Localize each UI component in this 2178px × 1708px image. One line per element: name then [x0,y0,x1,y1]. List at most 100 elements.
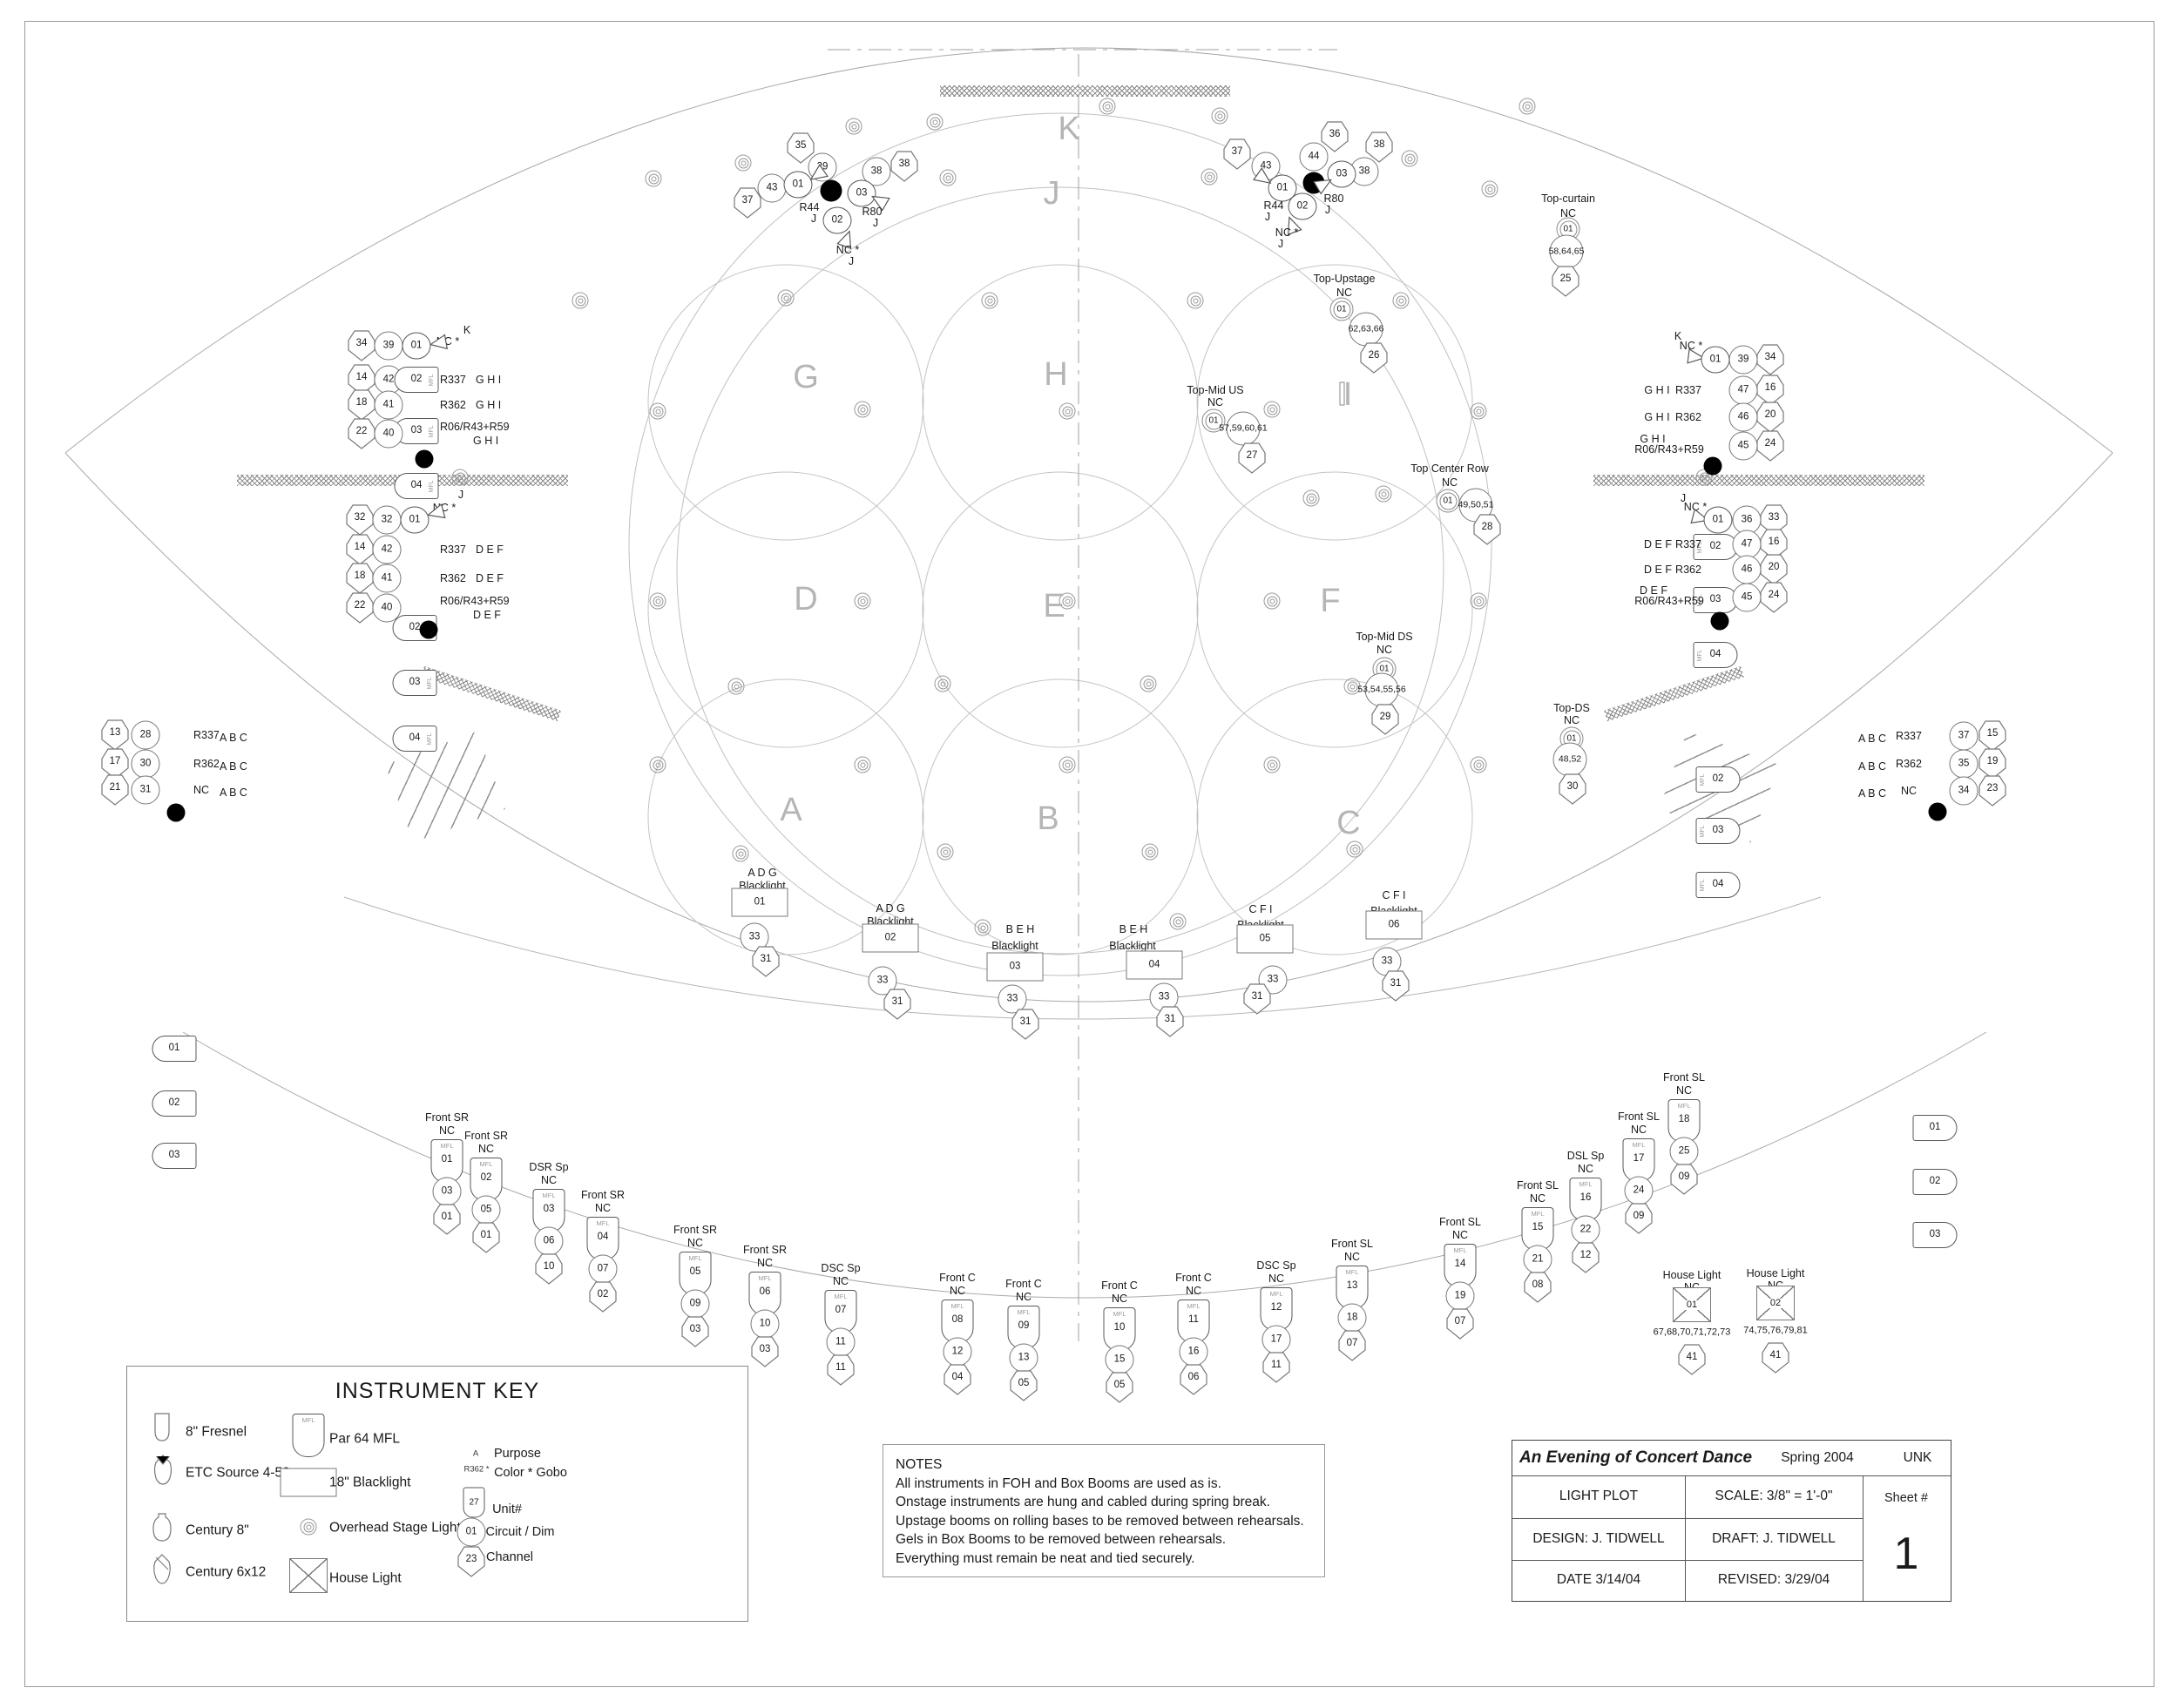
box-boom-unit-number: 03 [1912,1222,1958,1248]
foh-channel: 07 [1446,1308,1474,1340]
upstage-boom-label: J [810,212,817,225]
foh-color-label: NC [949,1284,966,1297]
pipe-circuit-dim: 53,54,55,56 [1357,672,1406,707]
boom-channel: 34 [1756,344,1784,375]
house-light-channel: 41 [1678,1344,1706,1375]
pipe-circuit-dim: 62,63,66 [1349,312,1383,347]
pipe-channel: 25 [1552,266,1579,297]
boom-area-tag: J [1680,491,1687,504]
venue-label: UNK [1903,1450,1932,1465]
overhead-stage-light-icon [777,289,795,307]
upstage-boom-unit-number: 02 [1288,192,1317,220]
foh-channel: 09 [1625,1203,1653,1234]
overhead-stage-light-icon [649,402,666,420]
gobo-flag-icon [425,503,446,523]
boom-circuit-dim: 41 [374,390,403,420]
foh-color-label: NC [594,1201,612,1214]
foh-color-label: NC [1675,1084,1693,1097]
foh-position-label: Front C [1005,1277,1042,1290]
box-boom-purpose-label: A B C [220,786,247,799]
overhead-stage-light-icon [1343,678,1361,695]
blacklight-purpose-label: A D G [747,866,777,879]
boom-channel: 14 [346,534,374,565]
pipe-color-label: NC [1559,206,1577,219]
foh-position-label: Front SR [673,1223,718,1236]
pipe-channel: 28 [1473,514,1501,545]
gobo-flag-icon [1687,348,1706,367]
fresnel-icon [152,1412,172,1443]
box-boom-circuit-dim: 28 [131,720,160,750]
box-boom-circuit-dim: 34 [1949,776,1978,806]
overhead-stage-light-icon [854,401,871,418]
pipe-unit-number: 01 [1436,489,1460,513]
box-boom-unit-number: 03 [152,1143,197,1169]
boom-circuit-dim: 46 [1728,402,1758,432]
key-legend-label: Circuit / Dim [485,1524,555,1539]
pipe-channel: 26 [1360,342,1388,374]
overhead-stage-light-icon [1059,402,1076,420]
foh-channel: 11 [1262,1352,1290,1383]
boom-color-label: R362 [440,571,466,584]
house-light-icon [289,1558,328,1593]
box-boom-color-label: R362 [193,757,220,770]
boom-color-label: R337 [440,373,466,386]
upstage-boom-channel: 37 [1223,138,1251,170]
foh-channel: 03 [681,1316,709,1347]
blacklight-unit: 02 [862,923,919,953]
stage-area-K: K [1058,111,1080,147]
overhead-stage-light-icon [1201,168,1218,186]
boom-base [1703,456,1722,476]
box-boom-purpose-label: A B C [1858,732,1886,745]
gobo-flag-icon [428,333,449,353]
key-legend-mark: A [472,1448,479,1459]
key-item-label: 18" Blacklight [329,1475,411,1490]
foh-position-label: Front SR [580,1188,626,1201]
blacklight-unit: 01 [731,888,788,917]
overhead-stage-light-icon [934,675,951,692]
box-boom-unit-number: 02 [152,1090,197,1117]
blacklight-unit: 06 [1365,910,1423,940]
overhead-stage-light-icon [974,919,991,936]
key-channel-icon: 23 [457,1546,485,1577]
foh-position-label: Front C [1101,1279,1138,1292]
boom-color-label: R337 [1675,383,1701,396]
blacklight-channel: 31 [1382,970,1410,1002]
foh-circuit-dim: 11 [826,1327,856,1357]
upstage-boom-unit-number: 02 [822,206,852,234]
house-light-icon: 02 [1756,1286,1795,1320]
instrument-key-title: INSTRUMENT KEY [335,1379,540,1403]
boom-color-label: R362 [1675,410,1701,423]
note-line: Everything must remain be neat and tied … [896,1550,1195,1566]
foh-circuit-dim: 12 [943,1337,972,1367]
overhead-stage-light-icon [1346,840,1363,858]
foh-channel: 12 [1572,1242,1600,1273]
boom-channel: 24 [1756,430,1784,462]
key-legend-label: Color * Gobo [494,1465,567,1480]
boom-circuit-dim: 40 [372,593,402,623]
box-boom-unit-number: 01 [152,1036,197,1062]
pipe-circuit-dim: 57,59,60,61 [1219,411,1268,446]
boom-channel: 20 [1756,402,1784,433]
note-line: Gels in Box Booms to be removed between … [896,1532,1227,1547]
overhead-stage-light-icon [1099,98,1116,115]
upstage-boom-label: R80 [1323,192,1344,205]
foh-color-label: NC [1015,1290,1032,1303]
overhead-stage-light-icon [1302,489,1320,507]
title-block-divider [1685,1475,1686,1601]
blacklight-purpose-label: A D G [876,901,905,915]
overhead-stage-light-icon [727,678,745,695]
upstage-boom-label: NC * [835,243,860,256]
upstage-boom-circuit-dim: 43 [757,173,787,203]
gobo-flag-icon [1281,213,1303,236]
foh-circuit-dim: 03 [432,1177,462,1206]
boom-purpose-label: G H I [1644,383,1670,396]
